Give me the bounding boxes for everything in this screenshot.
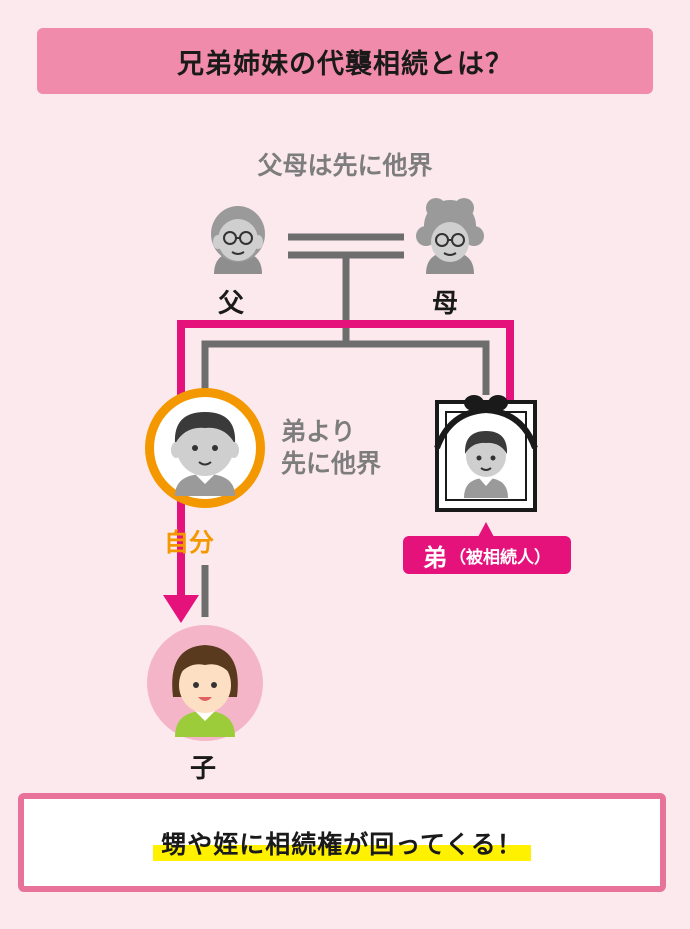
child-avatar bbox=[147, 625, 263, 741]
mother-icon bbox=[416, 198, 484, 274]
family-lines bbox=[201, 233, 490, 617]
mother-label: 母 bbox=[432, 289, 459, 319]
deceased-badge: 弟（被相続人） bbox=[403, 536, 571, 574]
predeceased-note-line1: 弟より bbox=[281, 417, 356, 446]
parents-deceased-note: 父母は先に他界 bbox=[257, 151, 433, 180]
result-box: 甥や姪に相続権が回ってくる！ bbox=[18, 793, 666, 892]
child-label: 子 bbox=[190, 754, 217, 784]
title-banner: 兄弟姉妹の代襲相続とは？ bbox=[37, 28, 653, 94]
deceased-badge-main: 弟 bbox=[423, 543, 447, 572]
father-label: 父 bbox=[218, 289, 245, 319]
badge-pointer bbox=[478, 522, 494, 537]
brother-memorial-portrait bbox=[434, 395, 538, 512]
deceased-badge-sub: （被相続人） bbox=[449, 547, 551, 568]
page-title: 兄弟姉妹の代襲相続とは？ bbox=[177, 48, 513, 80]
self-avatar bbox=[145, 388, 265, 508]
self-label: 自分 bbox=[164, 528, 215, 557]
predeceased-note: 弟より 先に他界 bbox=[281, 416, 381, 480]
result-text: 甥や姪に相続権が回ってくる！ bbox=[153, 824, 531, 861]
inheritance-arrow-head bbox=[163, 595, 199, 623]
predeceased-note-line2: 先に他界 bbox=[281, 449, 382, 478]
father-icon bbox=[211, 206, 265, 274]
